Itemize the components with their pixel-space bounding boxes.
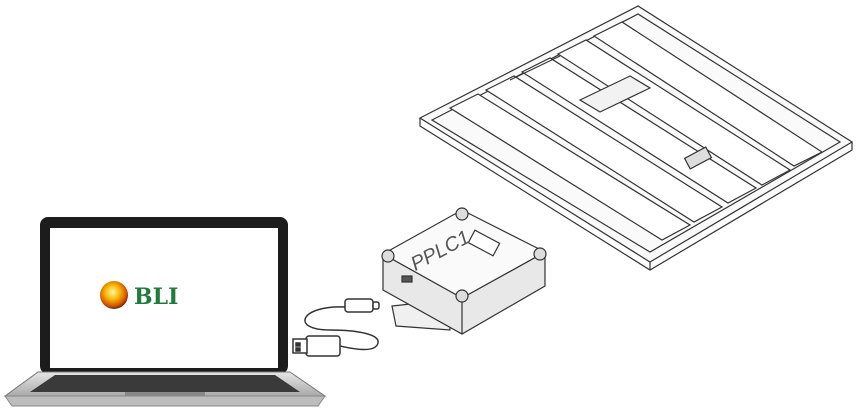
- laptop-screen: [50, 228, 278, 368]
- laptop: BLI: [3, 217, 327, 407]
- fixture-bars: [448, 21, 824, 241]
- light-fixture: [418, 5, 854, 271]
- usb-cable: [292, 298, 380, 357]
- usb-a-connector: [305, 335, 341, 357]
- usb-c-connector: [344, 298, 374, 313]
- keyboard: [30, 375, 300, 392]
- pplc1-controller: PPLC1: [381, 207, 547, 335]
- logo-sun-icon: [100, 281, 128, 309]
- logo-text: BLI: [134, 284, 178, 310]
